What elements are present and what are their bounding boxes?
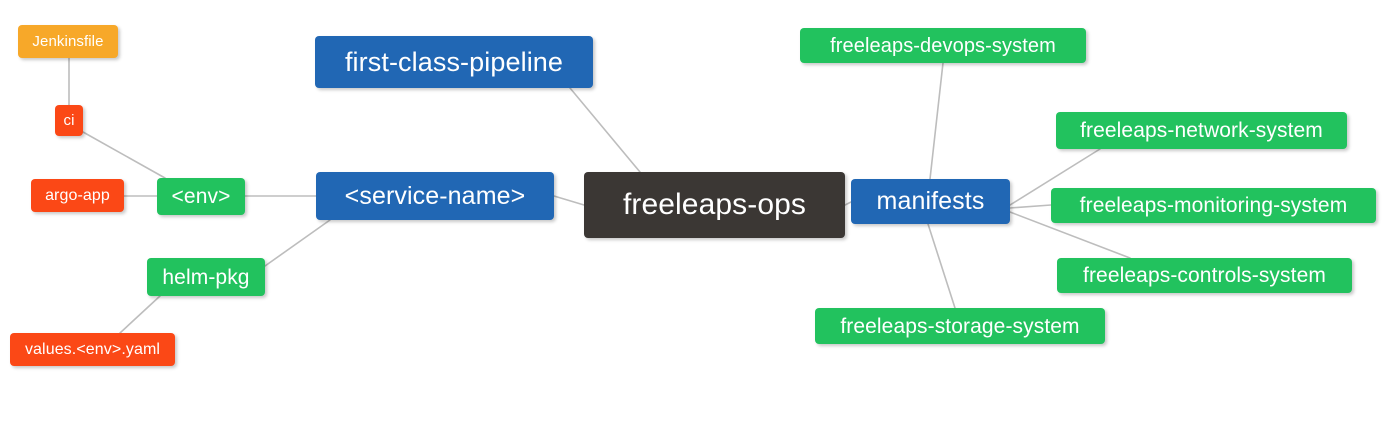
- edge-freeleaps-ops-to-first-class-pipeline: [569, 87, 641, 173]
- node-service-name[interactable]: <service-name>: [316, 172, 554, 220]
- edge-env-to-ci: [82, 131, 166, 179]
- node-freeleaps-storage-system[interactable]: freeleaps-storage-system: [815, 308, 1105, 344]
- node-label-manifests: manifests: [876, 187, 985, 215]
- node-first-class-pipeline[interactable]: first-class-pipeline: [315, 36, 593, 88]
- node-label-argo-app: argo-app: [45, 186, 110, 204]
- node-freeleaps-ops[interactable]: freeleaps-ops: [584, 172, 845, 238]
- node-label-values-yaml: values.<env>.yaml: [24, 340, 161, 358]
- node-label-jenkinsfile: Jenkinsfile: [32, 33, 104, 50]
- node-freeleaps-devops-system[interactable]: freeleaps-devops-system: [800, 28, 1086, 63]
- node-env[interactable]: <env>: [157, 178, 245, 215]
- node-label-freeleaps-monitoring-system: freeleaps-monitoring-system: [1079, 194, 1348, 217]
- edge-service-name-to-helm-pkg: [264, 219, 331, 267]
- node-freeleaps-network-system[interactable]: freeleaps-network-system: [1056, 112, 1347, 149]
- edge-helm-pkg-to-values-yaml: [119, 295, 161, 334]
- node-label-env: <env>: [171, 185, 231, 208]
- edge-freeleaps-ops-to-service-name: [553, 195, 585, 206]
- node-ci[interactable]: ci: [55, 105, 83, 136]
- edge-manifests-to-freeleaps-storage-system: [927, 223, 956, 309]
- node-label-freeleaps-storage-system: freeleaps-storage-system: [840, 314, 1080, 338]
- node-label-freeleaps-ops: freeleaps-ops: [622, 188, 807, 221]
- edge-manifests-to-freeleaps-devops-system: [929, 62, 944, 180]
- node-label-freeleaps-devops-system: freeleaps-devops-system: [830, 34, 1056, 57]
- node-helm-pkg[interactable]: helm-pkg: [147, 258, 265, 296]
- node-freeleaps-monitoring-system[interactable]: freeleaps-monitoring-system: [1051, 188, 1376, 223]
- node-label-freeleaps-controls-system: freeleaps-controls-system: [1083, 264, 1326, 287]
- node-jenkinsfile[interactable]: Jenkinsfile: [18, 25, 118, 58]
- node-label-first-class-pipeline: first-class-pipeline: [344, 46, 564, 77]
- node-label-ci: ci: [63, 112, 75, 129]
- node-values-yaml[interactable]: values.<env>.yaml: [10, 333, 175, 366]
- node-manifests[interactable]: manifests: [851, 179, 1010, 224]
- node-argo-app[interactable]: argo-app: [31, 179, 124, 212]
- node-freeleaps-controls-system[interactable]: freeleaps-controls-system: [1057, 258, 1352, 293]
- node-label-helm-pkg: helm-pkg: [162, 265, 250, 289]
- node-label-service-name: <service-name>: [344, 181, 526, 210]
- edge-manifests-to-freeleaps-monitoring-system: [1009, 204, 1052, 209]
- node-label-freeleaps-network-system: freeleaps-network-system: [1080, 119, 1323, 142]
